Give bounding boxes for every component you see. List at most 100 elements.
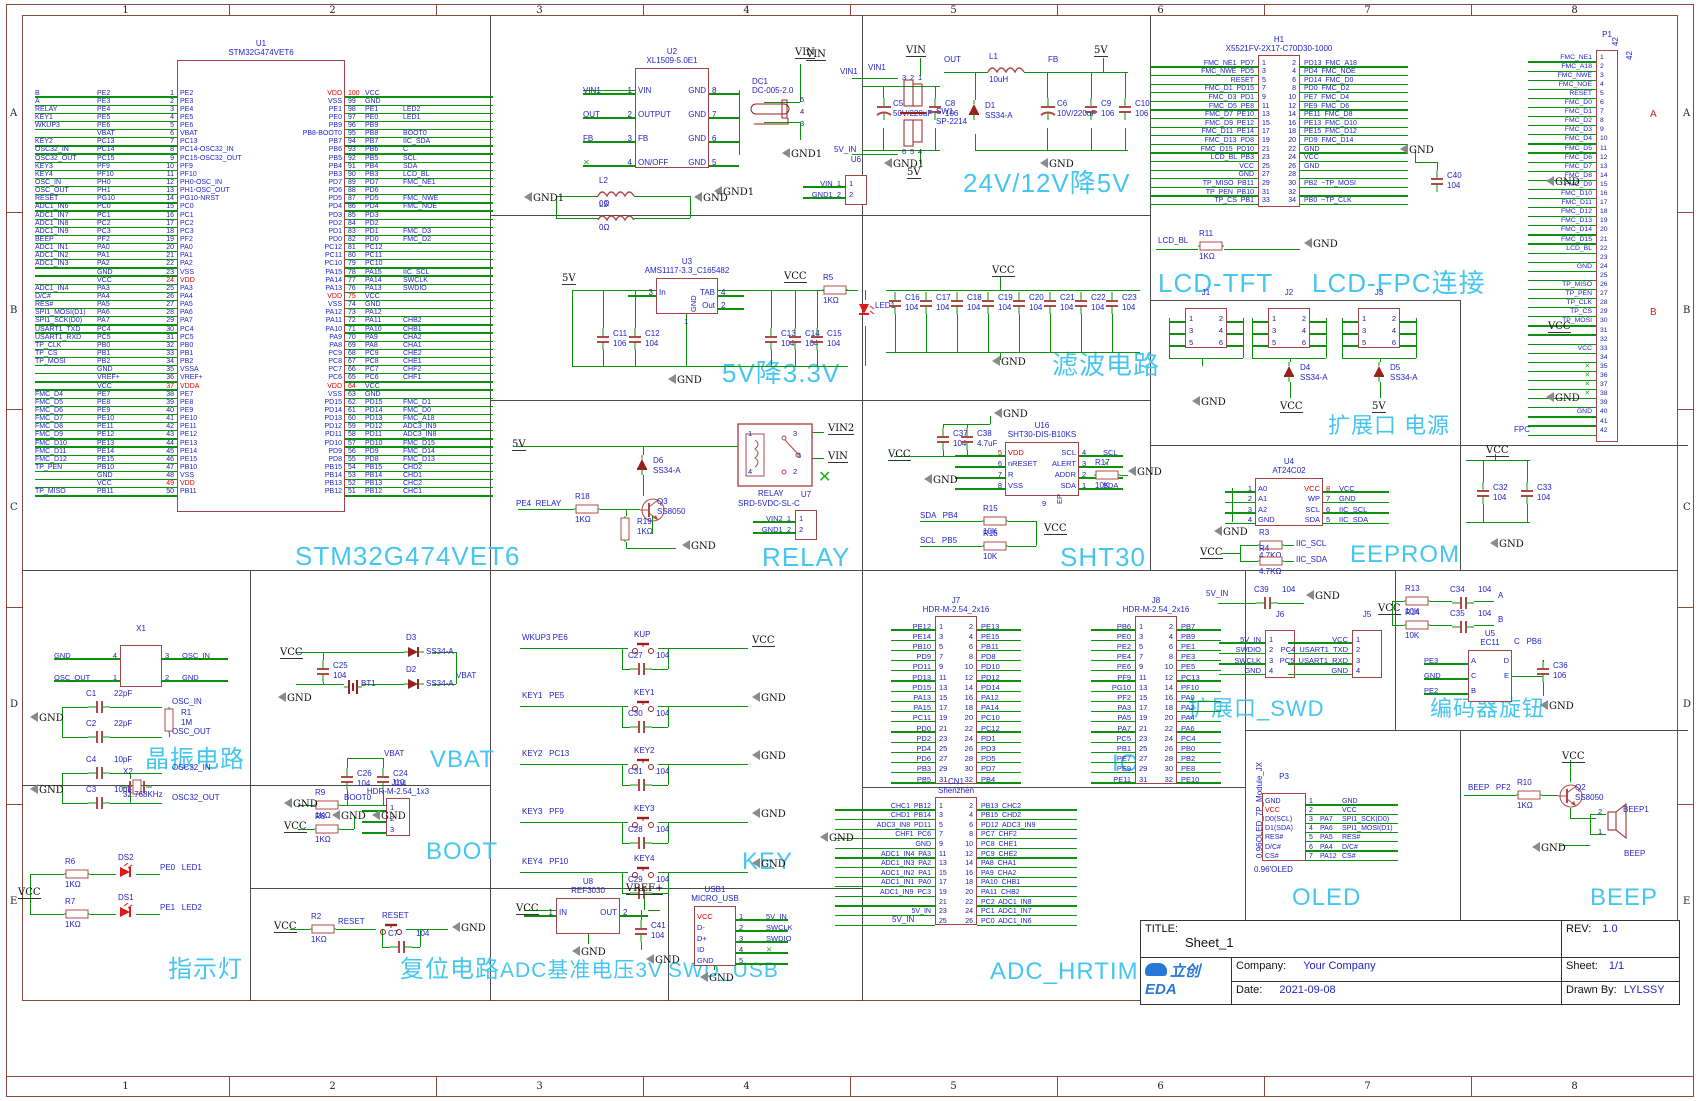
wire[interactable] bbox=[382, 929, 384, 947]
wire[interactable] bbox=[920, 58, 922, 76]
ground-flag-GND[interactable]: GND bbox=[372, 810, 406, 822]
net-label[interactable]: FMC_A18 bbox=[403, 415, 435, 423]
net-label[interactable]: PE0 LED1 bbox=[160, 863, 202, 872]
wire[interactable] bbox=[345, 202, 493, 204]
U2-chip[interactable] bbox=[635, 68, 709, 168]
net-label[interactable]: PA8 CHA1 bbox=[981, 860, 1017, 868]
net-label[interactable]: 5V_IN bbox=[834, 145, 857, 154]
wire[interactable] bbox=[345, 128, 493, 131]
wire[interactable] bbox=[1528, 370, 1596, 373]
wire[interactable] bbox=[35, 413, 177, 416]
wire[interactable] bbox=[520, 648, 628, 650]
net-label[interactable]: LED1 bbox=[403, 113, 421, 121]
wire[interactable] bbox=[1150, 204, 1258, 206]
wire[interactable] bbox=[35, 348, 177, 351]
wire[interactable] bbox=[345, 356, 493, 359]
wire[interactable] bbox=[1227, 345, 1243, 347]
wire[interactable] bbox=[1528, 161, 1596, 163]
ground-flag-GND[interactable]: GND bbox=[1304, 238, 1338, 250]
ground-flag-GND[interactable]: GND bbox=[1214, 526, 1248, 538]
wire[interactable] bbox=[736, 930, 788, 932]
wire[interactable] bbox=[835, 895, 935, 898]
wire[interactable] bbox=[1091, 72, 1093, 98]
wire[interactable] bbox=[1483, 460, 1485, 482]
wire[interactable] bbox=[1177, 782, 1221, 784]
wire[interactable] bbox=[345, 470, 493, 473]
sheet-title[interactable]: Sheet_1 bbox=[1185, 935, 1234, 950]
net-label[interactable]: CHB1 bbox=[403, 325, 422, 333]
wire[interactable] bbox=[35, 120, 177, 123]
net-label[interactable]: PE1 LED2 bbox=[160, 903, 202, 912]
wire[interactable] bbox=[520, 706, 628, 708]
wire[interactable] bbox=[35, 405, 177, 408]
wire[interactable] bbox=[1150, 135, 1258, 137]
wire[interactable] bbox=[583, 93, 635, 95]
net-label[interactable]: TP_MOSI bbox=[35, 358, 66, 366]
net-label[interactable]: FMC_NOE bbox=[403, 203, 438, 211]
wire[interactable] bbox=[35, 112, 177, 114]
ground-flag-GND[interactable]: GND bbox=[284, 798, 318, 810]
wire[interactable] bbox=[1300, 204, 1408, 206]
wire[interactable] bbox=[1252, 333, 1268, 335]
wire[interactable] bbox=[345, 462, 493, 464]
net-label[interactable]: FB bbox=[1048, 55, 1059, 64]
wire[interactable] bbox=[1284, 545, 1294, 547]
J1-connector[interactable] bbox=[1185, 308, 1227, 348]
section-divider[interactable] bbox=[1245, 570, 1246, 1001]
net-label[interactable]: RELAY bbox=[35, 105, 58, 113]
wire[interactable] bbox=[652, 516, 654, 534]
net-label[interactable]: PA5 bbox=[1117, 713, 1131, 723]
net-label[interactable]: A bbox=[1498, 591, 1504, 600]
wire[interactable] bbox=[345, 210, 493, 212]
net-label[interactable]: PC9 CHE2 bbox=[981, 850, 1018, 858]
wire[interactable] bbox=[1177, 762, 1221, 764]
net-label[interactable]: SWCLK bbox=[766, 922, 793, 932]
wire[interactable] bbox=[977, 711, 1021, 713]
wire[interactable] bbox=[943, 450, 945, 456]
section-title-EEPROM[interactable]: EEPROM bbox=[1350, 541, 1461, 568]
wire[interactable] bbox=[865, 290, 867, 300]
wire[interactable] bbox=[1483, 504, 1485, 522]
net-label[interactable]: FMC_D4 bbox=[35, 390, 64, 398]
wire[interactable] bbox=[130, 793, 132, 803]
net-label[interactable]: PE7 FMC_D4 bbox=[1304, 93, 1350, 101]
wire[interactable] bbox=[345, 185, 493, 188]
net-label[interactable]: BEEP PF2 bbox=[1468, 783, 1511, 792]
wire[interactable] bbox=[1219, 673, 1265, 676]
net-label[interactable]: KEY4 bbox=[35, 170, 53, 178]
wire[interactable] bbox=[977, 751, 1021, 754]
net-label[interactable]: FMC_NE1 PD7 bbox=[1203, 59, 1254, 67]
wire[interactable] bbox=[35, 259, 177, 261]
wire[interactable] bbox=[1240, 545, 1258, 547]
wire[interactable] bbox=[383, 758, 385, 768]
wire[interactable] bbox=[1000, 276, 1002, 290]
wire[interactable] bbox=[1528, 334, 1596, 336]
wire[interactable] bbox=[955, 466, 1005, 468]
net-label[interactable]: OSC_OUT bbox=[172, 727, 211, 736]
net-label[interactable]: VCC bbox=[1342, 806, 1357, 814]
net-label[interactable]: PC10 bbox=[981, 713, 1000, 723]
wire[interactable] bbox=[345, 218, 493, 220]
ground-flag-GND[interactable]: GND bbox=[1192, 396, 1226, 408]
wire[interactable] bbox=[35, 104, 177, 106]
net-label[interactable]: FMC_D3 bbox=[1564, 126, 1592, 134]
wire[interactable] bbox=[406, 929, 448, 931]
wire[interactable] bbox=[1300, 109, 1408, 111]
wire[interactable] bbox=[345, 332, 493, 334]
wire[interactable] bbox=[1590, 814, 1606, 816]
wire[interactable] bbox=[1300, 92, 1408, 94]
wire[interactable] bbox=[1300, 152, 1408, 154]
wire[interactable] bbox=[652, 893, 668, 895]
net-label[interactable]: PC0 ADC1_IN6 bbox=[981, 917, 1032, 925]
net-label[interactable]: FMC_D4 bbox=[1564, 135, 1592, 143]
wire[interactable] bbox=[835, 886, 935, 888]
section-divider[interactable] bbox=[1460, 730, 1461, 930]
ground-flag-GND[interactable]: GND bbox=[682, 540, 716, 552]
wire[interactable] bbox=[35, 373, 177, 375]
wire[interactable] bbox=[1240, 545, 1242, 561]
section-title-BOOT[interactable]: BOOT bbox=[426, 838, 499, 865]
wire[interactable] bbox=[1323, 512, 1389, 514]
wire[interactable] bbox=[1227, 321, 1243, 323]
wire[interactable] bbox=[1091, 731, 1135, 733]
net-label[interactable]: RES# bbox=[1342, 834, 1361, 842]
